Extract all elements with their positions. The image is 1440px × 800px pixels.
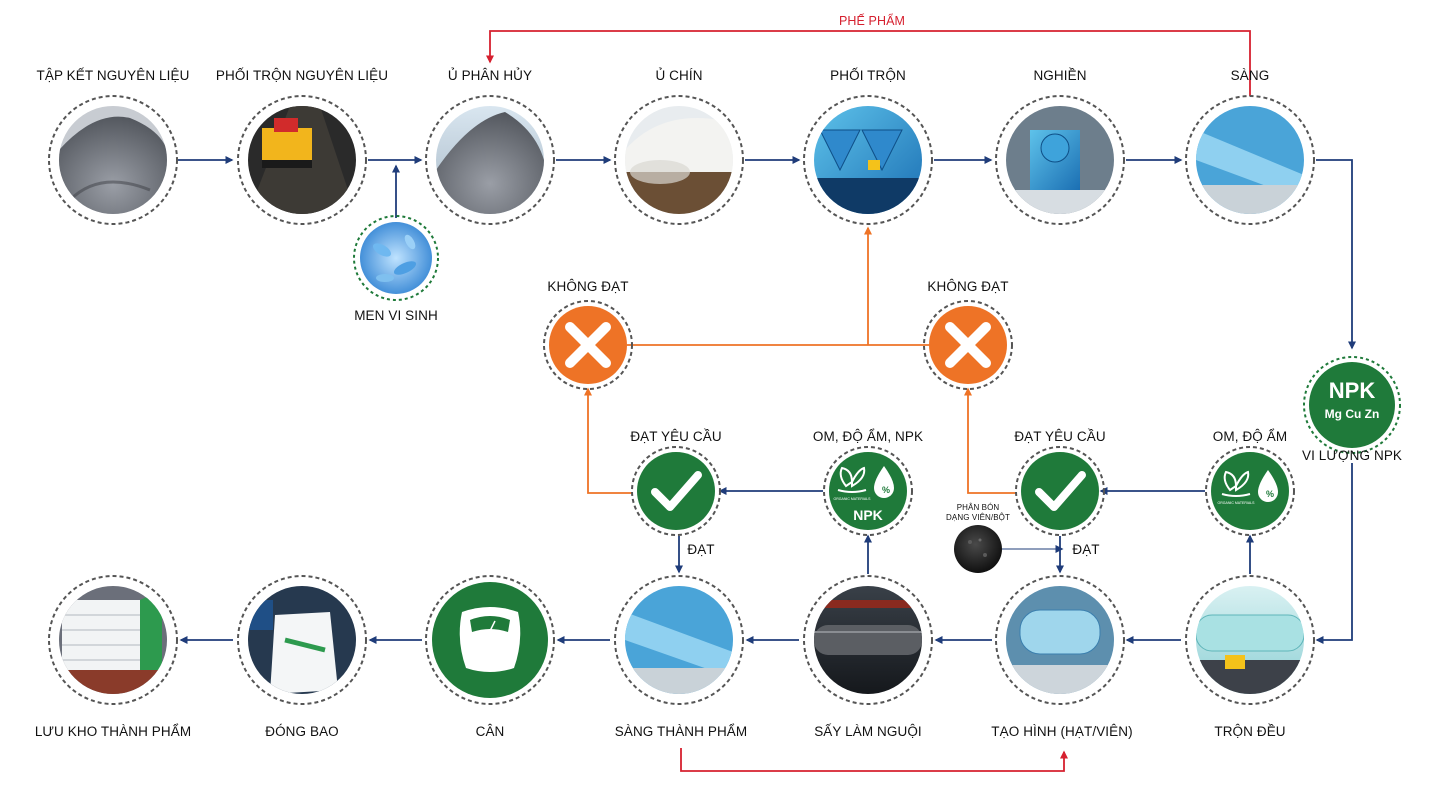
- node-om-do-am-npk: % ORGANIC MATERIALS NPK: [823, 446, 913, 536]
- node-tao-hinh: [995, 575, 1125, 705]
- node-nghien: [995, 95, 1125, 225]
- node-phoi-tron-nguyen-lieu: [237, 95, 367, 225]
- label-phan-bon-dang-vien-bot: PHÂN BÓN DẠNG VIÊN/BỘT: [946, 503, 1010, 523]
- label-luu-kho-thanh-pham: LƯU KHO THÀNH PHẨM: [34, 724, 192, 739]
- label-nghien: NGHIỀN: [1033, 68, 1087, 83]
- node-u-chin: [614, 95, 744, 225]
- x-icon: [945, 322, 991, 368]
- label-khong-dat-right: KHÔNG ĐẠT: [927, 279, 1009, 294]
- check-icon: [651, 471, 702, 511]
- label-dong-bao: ĐÓNG BAO: [265, 724, 339, 739]
- label-om-do-am-npk: OM, ĐỘ ẨM, NPK: [812, 429, 924, 444]
- node-men-vi-sinh: [353, 215, 439, 301]
- arrow-phe-pham-loop: [486, 30, 1251, 96]
- npk-badge-text: NPK: [853, 507, 883, 523]
- label-phe-pham: PHẾ PHẨM: [838, 14, 906, 28]
- node-dat-yeu-cau-left: [631, 446, 721, 536]
- label-tao-hinh: TẠO HÌNH (HẠT/VIÊN): [991, 724, 1133, 739]
- node-khong-dat-left: [543, 300, 633, 390]
- npk-title: NPK: [1329, 378, 1376, 403]
- label-vi-luong-npk: VI LƯỢNG NPK: [1301, 448, 1403, 463]
- label-khong-dat-left: KHÔNG ĐẠT: [547, 279, 629, 294]
- node-vi-luong-npk: NPK Mg Cu Zn: [1303, 356, 1401, 454]
- node-tap-ket-nguyen-lieu: [48, 95, 178, 225]
- arrow-fail-left: [584, 387, 632, 494]
- drop-icon: %: [1258, 470, 1278, 502]
- label-tap-ket-nguyen-lieu: TẬP KẾT NGUYÊN LIỆU: [36, 68, 190, 83]
- leaf-icon: [1221, 470, 1251, 497]
- node-can: [425, 575, 555, 705]
- arrow-fail-right: [964, 387, 1016, 494]
- label-phoi-tron-nguyen-lieu: PHỐI TRỘN NGUYÊN LIỆU: [215, 68, 389, 83]
- node-u-phan-huy: [425, 95, 555, 225]
- node-tron-deu: [1185, 575, 1315, 705]
- label-can: CÂN: [475, 724, 505, 739]
- label-phan-bon-line1: PHÂN BÓN: [956, 503, 1000, 512]
- node-sang: [1185, 95, 1315, 225]
- node-phan-bon-granules: [954, 525, 1002, 573]
- label-dat-left: ĐẠT: [687, 542, 715, 557]
- label-u-phan-huy: Ủ PHÂN HỦY: [447, 68, 533, 83]
- npk-subtitle: Mg Cu Zn: [1325, 407, 1380, 421]
- label-say-lam-nguoi: SẤY LÀM NGUỘI: [814, 724, 922, 739]
- organic-text: ORGANIC MATERIALS: [1218, 501, 1256, 505]
- node-sang-thanh-pham: [614, 575, 744, 705]
- label-tron-deu: TRỘN ĐỀU: [1214, 724, 1286, 739]
- label-phoi-tron: PHỐI TRỘN: [830, 68, 906, 83]
- organic-text: ORGANIC MATERIALS: [834, 497, 872, 501]
- node-luu-kho-thanh-pham: [48, 575, 178, 705]
- label-sang: SÀNG: [1230, 68, 1270, 83]
- node-phoi-tron: [803, 95, 933, 225]
- leaf-icon: [837, 466, 867, 493]
- label-phan-bon-line2: DẠNG VIÊN/BỘT: [946, 513, 1010, 522]
- node-khong-dat-right: [923, 300, 1013, 390]
- arrow-sangtp-reject-loop: [680, 748, 1068, 772]
- label-dat-right: ĐẠT: [1072, 542, 1100, 557]
- label-u-chin: Ủ CHÍN: [655, 68, 703, 83]
- drop-icon: %: [874, 466, 894, 498]
- label-sang-thanh-pham: SÀNG THÀNH PHẨM: [614, 724, 748, 739]
- arrow-npk-trondeu: [1315, 463, 1353, 644]
- label-dat-yeu-cau-right: ĐẠT YÊU CẦU: [1014, 429, 1106, 444]
- label-om-do-am: OM, ĐỘ ẨM: [1212, 429, 1288, 444]
- node-om-do-am: % ORGANIC MATERIALS: [1205, 446, 1295, 536]
- node-dat-yeu-cau-right: [1015, 446, 1105, 536]
- node-say-lam-nguoi: [803, 575, 933, 705]
- x-icon: [565, 322, 611, 368]
- label-men-vi-sinh: MEN VI SINH: [354, 308, 438, 323]
- label-dat-yeu-cau-left: ĐẠT YÊU CẦU: [630, 429, 722, 444]
- percent-text: %: [882, 485, 890, 495]
- check-icon: [1035, 471, 1086, 511]
- percent-text: %: [1266, 489, 1274, 499]
- arrow-sang-npk: [1316, 159, 1356, 350]
- node-dong-bao: [237, 575, 367, 705]
